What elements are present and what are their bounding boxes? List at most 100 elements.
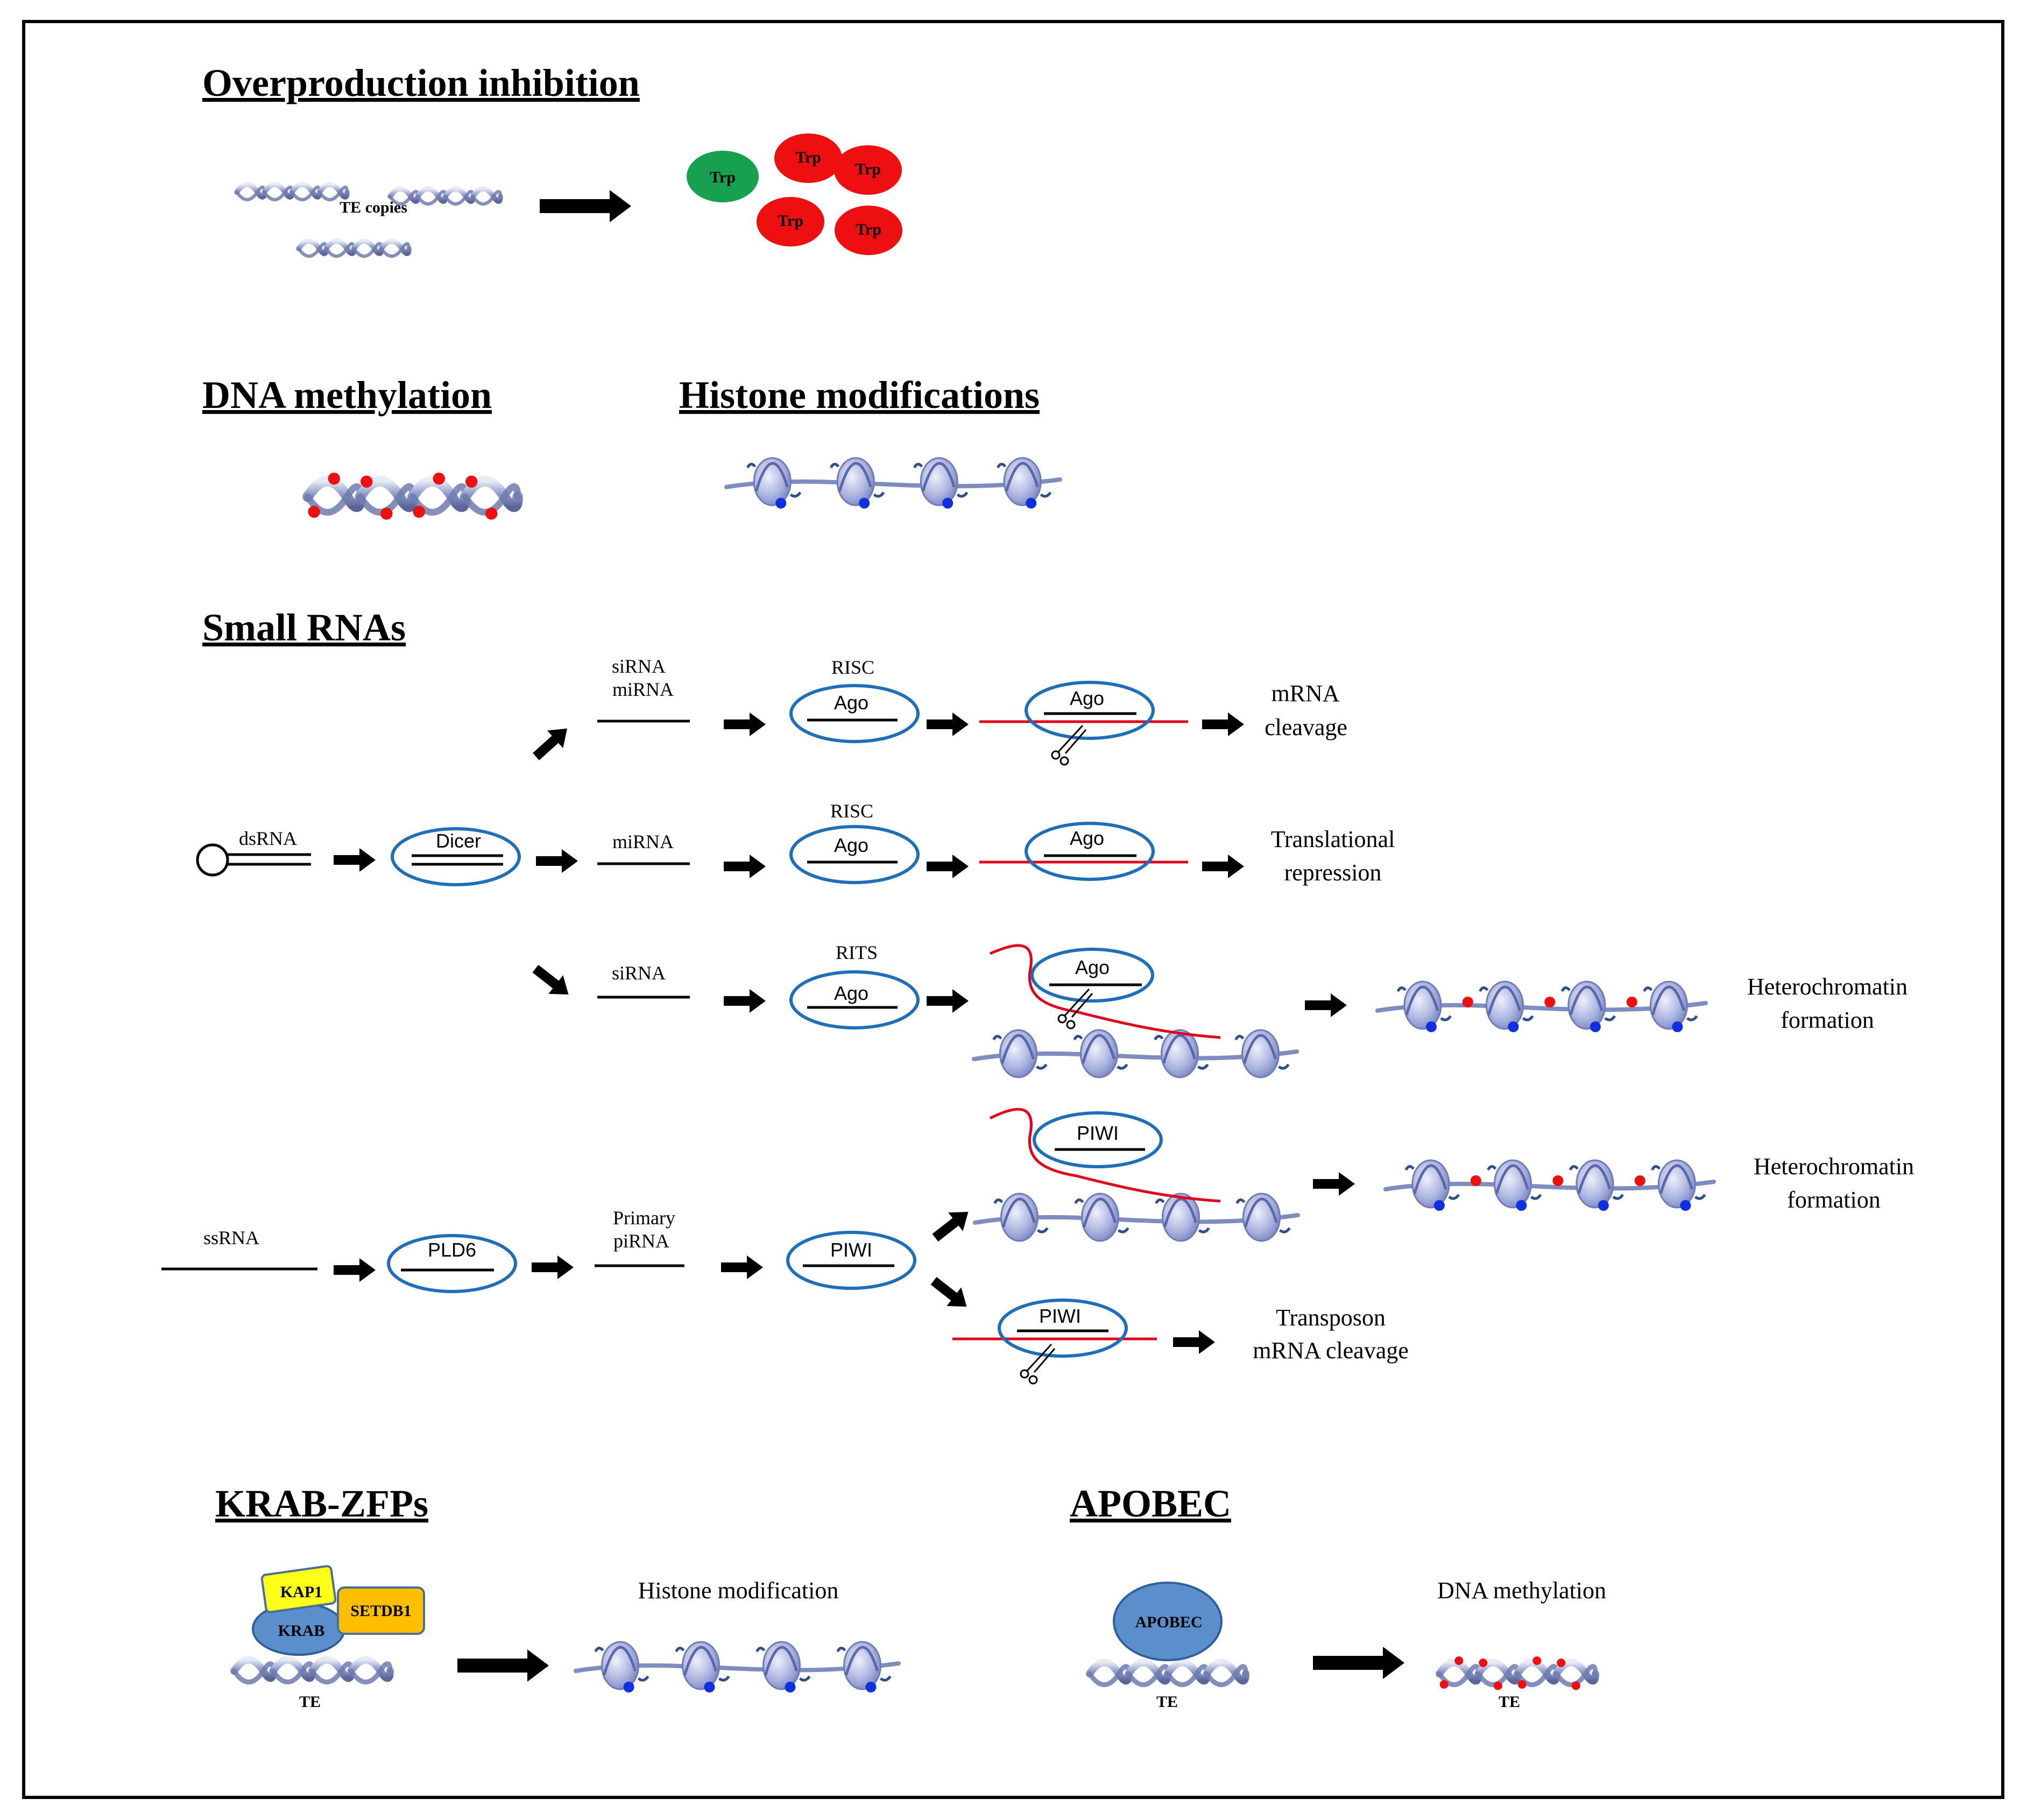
nucleosome-wrap [1413,1164,1447,1194]
methylated-dna [302,472,523,520]
histone-tail [993,1198,1004,1204]
row4-heterochromatin [1383,1159,1716,1211]
row2-result-line1: Translational [1271,826,1395,852]
nucleosome-wrap [603,1646,637,1676]
arrow-row5-result [1173,1330,1215,1354]
histone-tail [1116,1063,1128,1070]
histone-tail [1235,1198,1246,1204]
arrow-row2-result [1202,855,1244,878]
dna-strand-segment [1476,1664,1520,1688]
histone-tail [1487,1165,1497,1171]
dna-strand-segment [443,189,475,206]
row1-risc-ellipse [789,684,920,743]
methyl-mark [1532,1656,1542,1665]
heading-small-rnas: Small RNAs [202,606,406,649]
dna-strand-segment [309,1661,354,1685]
row4-piwi-bound-label: PIWI [1077,1122,1119,1144]
nucleosome-wrap [838,462,872,492]
methyl-mark [1634,1175,1645,1186]
histone-mark [1672,1021,1683,1032]
histone-tail [1686,1015,1698,1021]
methyl-mark [1571,1681,1580,1690]
dna-strand-segment [317,185,349,202]
arrow-row1-result [1202,713,1244,736]
methyl-mark [1552,1175,1564,1186]
apobec-te-label: TE [1156,1693,1178,1711]
heading-overproduction: Overproduction inhibition [202,61,640,104]
histone-tail [1560,986,1571,992]
dna-strand-segment [1087,1664,1131,1688]
histone-mark [1516,1200,1527,1211]
pld6-ellipse [387,1234,517,1293]
nucleosome-wrap [1163,1197,1197,1228]
nucleosome-wrap [921,462,956,492]
trp-label-1: Trp [710,168,736,186]
nucleosome-wrap [1005,462,1039,492]
arrow-ssrna-pld6 [334,1258,376,1282]
dna-strand-segment [290,185,321,202]
arrow-pld6-pirna [532,1255,574,1279]
row3-rits-ellipse [789,970,920,1029]
row2-risc-ellipse [789,825,920,884]
dna-strand-segment [271,1661,315,1685]
dna-strand-segment [462,483,521,516]
methyl-mark [1626,997,1637,1007]
row2-ago-bound-ellipse [1025,822,1155,881]
arrow-dicer-row3 [528,959,576,1004]
nucleosome-wrap [754,462,789,492]
arrow-row3-result [1305,993,1347,1017]
apobec-protein [1113,1582,1223,1661]
arrow-row2-bind [927,855,969,878]
heading-histone-modifications: Histone modifications [679,373,1040,417]
row3-complex-label: RITS [836,942,878,963]
row3-chromatin-target [972,1029,1299,1078]
krab-result-label: Histone modification [638,1577,839,1604]
arrow-pirna-piwi [721,1255,763,1279]
nucleosome-wrap [1577,1164,1612,1194]
row1-scissors-icon [1051,724,1087,766]
te-copy-dna-2 [387,186,503,206]
histone-tail [1694,1194,1706,1200]
piwi-ellipse [786,1231,916,1290]
apobec-result-label: DNA methylation [1437,1577,1606,1604]
nucleosome-wrap [1243,1034,1277,1064]
nucleosome-wrap [1569,985,1604,1015]
methyl-mark [1470,1175,1481,1186]
histone-tail [1440,1015,1452,1021]
setdb1-label: SETDB1 [350,1602,411,1620]
row3-ago-bound-ellipse [1030,948,1154,1003]
histone-mark [704,1682,715,1692]
apobec-methylated-dna [1436,1656,1599,1690]
arrow-piwi-row5 [926,1271,974,1316]
nucleosome-wrap [845,1646,879,1676]
arrow-dicer-row2 [536,849,578,873]
histone-tail [1117,1227,1129,1233]
methyl-mark [1462,997,1473,1007]
dna-strand-segment [388,189,420,206]
te-copy-dna-3 [296,238,412,258]
arrow-row1-cleave [927,713,969,736]
nucleosome-wrap [1083,1197,1117,1228]
nucleosome-wrap [1082,1034,1115,1064]
methyl-mark [413,505,425,518]
kap1-protein [260,1565,337,1613]
dna-strand-segment [416,189,447,206]
row1-complex-label: RISC [831,657,874,678]
histone-tail [1154,1035,1164,1041]
histone-tail [1197,1063,1209,1070]
row1-result-line2: cleavage [1265,714,1347,740]
row5-result-line1: Transposon [1276,1304,1386,1331]
arrow-row3-rits [724,989,766,1013]
nucleosome-wrap [1487,985,1521,1015]
apobec-te-dna [1086,1659,1249,1688]
nucleosome-wrap [1651,985,1685,1015]
histone-tail [1073,1035,1083,1041]
row2-ago-bound-label: Ago [1070,827,1104,849]
dna-strand-segment [1204,1664,1248,1688]
methyl-mark [465,475,478,488]
histone-tail [913,463,923,469]
dna-strand-segment [235,185,266,202]
histone-tail [1612,1194,1624,1200]
dicer-label: Dicer [436,830,481,852]
